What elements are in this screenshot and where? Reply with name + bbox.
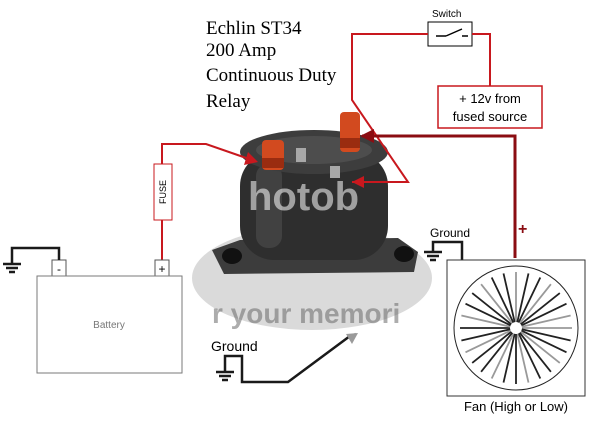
wire-relay-to-fan bbox=[362, 134, 517, 258]
battery: - + Battery bbox=[36, 259, 183, 374]
fan-blade bbox=[516, 333, 530, 383]
battery-label: Battery bbox=[93, 320, 125, 331]
power-source-box bbox=[437, 85, 543, 129]
relay-ground-label: Ground bbox=[211, 338, 258, 354]
relay-title: Echlin ST34 200 Amp Continuous Duty Rela… bbox=[206, 18, 337, 112]
relay-terminal-right-nut bbox=[340, 138, 360, 148]
fan-blade bbox=[461, 314, 511, 328]
fan-blade bbox=[461, 328, 511, 342]
relay-foot-right bbox=[394, 246, 414, 262]
relay-terminal-left-nut bbox=[262, 158, 284, 168]
fan-blade bbox=[516, 273, 530, 323]
fan-blade bbox=[490, 277, 515, 323]
fan-blade bbox=[465, 302, 511, 327]
wire-fan-ground bbox=[431, 240, 464, 262]
title-line-4: Relay bbox=[206, 91, 251, 112]
fan-blade bbox=[521, 302, 567, 327]
arrow-relay-ground bbox=[346, 333, 358, 344]
fan-ground-label: Ground bbox=[430, 226, 470, 240]
fan-blade bbox=[465, 329, 511, 354]
title-line-3: Continuous Duty bbox=[206, 65, 337, 86]
relay-foot-left bbox=[222, 248, 242, 264]
switch-label: Switch bbox=[432, 9, 461, 20]
fan-label: Fan (High or Low) bbox=[464, 399, 568, 414]
wire-relay-ground bbox=[223, 334, 351, 384]
relay bbox=[192, 112, 432, 330]
fan-blade bbox=[471, 292, 512, 326]
power-source: + 12v from fused source bbox=[437, 85, 543, 129]
fan: Ground + Fan (High or Low) bbox=[424, 221, 586, 414]
fan-blade bbox=[471, 330, 512, 364]
fan-blade bbox=[517, 333, 542, 379]
wire-switch-to-source bbox=[472, 33, 491, 86]
battery-body bbox=[36, 275, 183, 374]
fan-blade bbox=[502, 333, 516, 383]
power-source-line-1: + 12v from bbox=[459, 91, 521, 106]
fan-blade bbox=[521, 314, 571, 328]
power-source-line-2: fused source bbox=[453, 109, 527, 124]
watermark-bottom: r your memori bbox=[212, 298, 400, 329]
arrow-relay-fan bbox=[360, 129, 374, 143]
ground-symbol-fan bbox=[424, 250, 442, 262]
fan-blade bbox=[480, 283, 514, 324]
fuse-body bbox=[153, 163, 173, 221]
arrow-switch-relay bbox=[352, 176, 364, 188]
battery-positive-label: + bbox=[158, 262, 165, 276]
title-line-1: Echlin ST34 bbox=[206, 18, 302, 39]
fan-blade bbox=[518, 332, 552, 373]
fan-blade bbox=[520, 330, 561, 364]
fan-blade bbox=[520, 292, 561, 326]
wire-switch-to-relay bbox=[351, 33, 428, 183]
relay-body-highlight bbox=[256, 164, 282, 248]
ground-symbol-relay bbox=[216, 370, 234, 382]
fan-blade bbox=[518, 283, 552, 324]
fan-shroud bbox=[453, 265, 579, 391]
watermark-top: hotob bbox=[248, 175, 359, 219]
fan-blades bbox=[460, 272, 572, 384]
wire-battery-ground bbox=[10, 246, 61, 264]
ground-symbol-battery bbox=[3, 262, 21, 274]
switch: Switch bbox=[427, 9, 473, 47]
fan-blade bbox=[521, 329, 567, 354]
relay-small-terminal bbox=[296, 148, 306, 162]
fan-blade bbox=[517, 277, 542, 323]
fan-blade bbox=[490, 333, 515, 379]
relay-small-terminal bbox=[330, 166, 340, 178]
fuse-label: FUSE bbox=[158, 180, 168, 204]
fan-blade bbox=[502, 273, 516, 323]
fan-blade bbox=[521, 328, 571, 342]
fan-blade bbox=[480, 332, 514, 373]
battery-negative-label: - bbox=[57, 262, 61, 276]
fan-positive-marker: + bbox=[518, 221, 527, 238]
switch-blade bbox=[445, 28, 463, 37]
fuse: FUSE bbox=[153, 163, 173, 221]
arrow-battery-relay bbox=[244, 152, 258, 165]
title-line-2: 200 Amp bbox=[206, 40, 276, 61]
